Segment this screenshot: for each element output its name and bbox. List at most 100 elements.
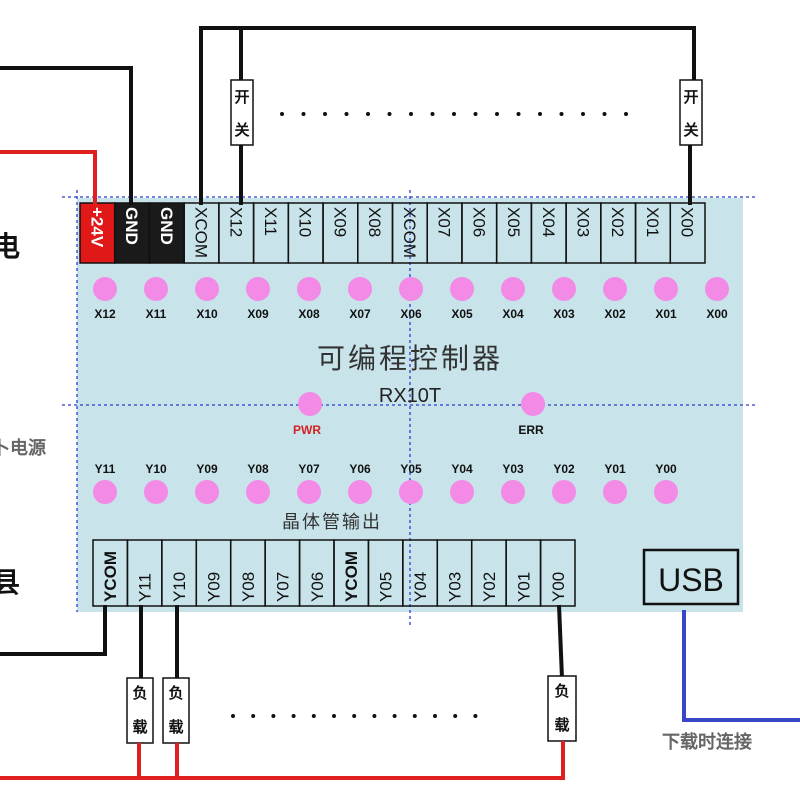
input-led-X02 [603, 277, 627, 301]
input-led-X00 [705, 277, 729, 301]
input-terminal-label-6: X10 [296, 207, 315, 237]
load-y11-label-1: 负 [132, 684, 147, 702]
output-led-Y09 [195, 480, 219, 504]
side-label-left-bottom: 县 [0, 566, 20, 599]
pwr-label: PWR [293, 423, 321, 437]
switch-left-label-2: 关 [234, 121, 249, 139]
usb-note: 下载时连接 [662, 731, 752, 753]
output-type-label: 晶体管输出 [282, 512, 382, 533]
input-terminal-0[interactable] [79, 202, 116, 264]
input-led-label-X04: X04 [502, 307, 524, 321]
input-terminal-2[interactable] [148, 202, 185, 264]
input-terminal-label-10: X07 [435, 207, 454, 237]
input-terminal-label-17: X00 [678, 207, 697, 237]
wire-gnd [0, 66, 133, 205]
output-led-label-Y06: Y06 [349, 462, 371, 476]
ellipsis-dot [473, 714, 478, 718]
output-led-Y01 [603, 480, 627, 504]
ellipsis-dot [453, 714, 458, 718]
output-led-Y03 [501, 480, 525, 504]
ellipsis-dot [412, 714, 417, 718]
ellipsis-dot [231, 714, 235, 718]
side-label-left-mid: 卜电源 [0, 437, 46, 459]
input-terminal-label-0: +24V [87, 207, 106, 248]
switch-left: 开 关 [230, 79, 254, 146]
ellipsis-dot [301, 112, 306, 116]
output-led-label-Y08: Y08 [247, 462, 269, 476]
board-model: RX10T [379, 385, 441, 407]
output-led-label-Y10: Y10 [145, 462, 167, 476]
output-led-label-Y09: Y09 [196, 462, 218, 476]
output-terminal-label-8: Y05 [377, 572, 396, 602]
board-title: 可编程控制器 [317, 342, 503, 375]
output-led-Y11 [93, 480, 117, 504]
ellipsis-dot [352, 714, 357, 718]
output-terminal-label-4: Y08 [239, 572, 258, 602]
input-led-label-X12: X12 [94, 307, 116, 321]
input-terminal-label-2: GND [157, 207, 176, 245]
ellipsis-dot [291, 714, 296, 718]
wire-ycom [0, 605, 107, 656]
output-terminal-label-1: Y11 [136, 573, 155, 602]
err-led [521, 392, 545, 416]
switch-right: 开 关 [679, 79, 703, 146]
input-led-label-X02: X02 [604, 307, 626, 321]
ellipsis-dot [452, 112, 456, 116]
output-led-Y08 [246, 480, 270, 504]
ellipsis-dot [559, 112, 564, 116]
wire-y00 [557, 604, 564, 679]
output-led-label-Y01: Y01 [604, 462, 626, 476]
ellipsis-dot [344, 112, 349, 116]
output-led-label-Y00: Y00 [655, 462, 677, 476]
output-terminal-label-11: Y02 [480, 572, 499, 602]
input-terminal-1[interactable] [113, 202, 151, 264]
output-terminal-label-12: Y01 [514, 572, 533, 602]
input-led-X08 [297, 277, 321, 301]
input-terminal-label-8: X08 [365, 207, 384, 237]
load-y10-label-2: 载 [168, 718, 183, 736]
output-terminal-label-9: Y04 [411, 572, 430, 602]
output-terminal-label-0: YCOM [101, 551, 120, 602]
input-led-X03 [552, 277, 576, 301]
output-terminal-label-10: Y03 [446, 572, 465, 602]
load-y10: 负 载 [162, 677, 190, 744]
load-y00-label-2: 载 [554, 716, 569, 734]
switch-right-label-2: 关 [683, 121, 698, 139]
input-terminal-label-7: X09 [330, 207, 349, 237]
input-led-label-X08: X08 [298, 307, 320, 321]
output-led-label-Y07: Y07 [298, 462, 320, 476]
ellipsis-switches [280, 112, 628, 116]
ellipsis-dot [311, 714, 316, 718]
ellipsis-dot [332, 714, 336, 718]
output-led-label-Y11: Y11 [95, 462, 116, 476]
load-y10-label-1: 负 [168, 684, 183, 702]
usb-cable [682, 610, 800, 722]
input-led-X11 [144, 277, 168, 301]
input-terminal-label-5: X11 [261, 207, 280, 236]
input-led-label-X05: X05 [451, 307, 473, 321]
ellipsis-dot [516, 112, 521, 116]
load-y11: 负 载 [126, 677, 154, 744]
load-y11-label-2: 载 [132, 718, 147, 736]
input-led-X12 [93, 277, 117, 301]
input-terminal-label-15: X02 [608, 207, 627, 237]
input-led-label-X07: X07 [349, 307, 371, 321]
load-y00: 负 载 [547, 675, 577, 742]
usb-port[interactable] [642, 548, 740, 606]
input-terminal-17[interactable] [669, 202, 706, 264]
input-terminal-label-3: XCOM [192, 207, 211, 258]
side-label-left-top: 电 [0, 230, 20, 263]
ellipsis-dot [392, 714, 397, 718]
ellipsis-dot [366, 112, 370, 116]
output-led-Y00 [654, 480, 678, 504]
output-led-label-Y02: Y02 [553, 462, 575, 476]
ellipsis-dot [409, 112, 413, 116]
load-y00-label-1: 负 [554, 682, 569, 700]
output-terminal-label-7: YCOM [342, 551, 361, 602]
ellipsis-dot [271, 714, 276, 718]
